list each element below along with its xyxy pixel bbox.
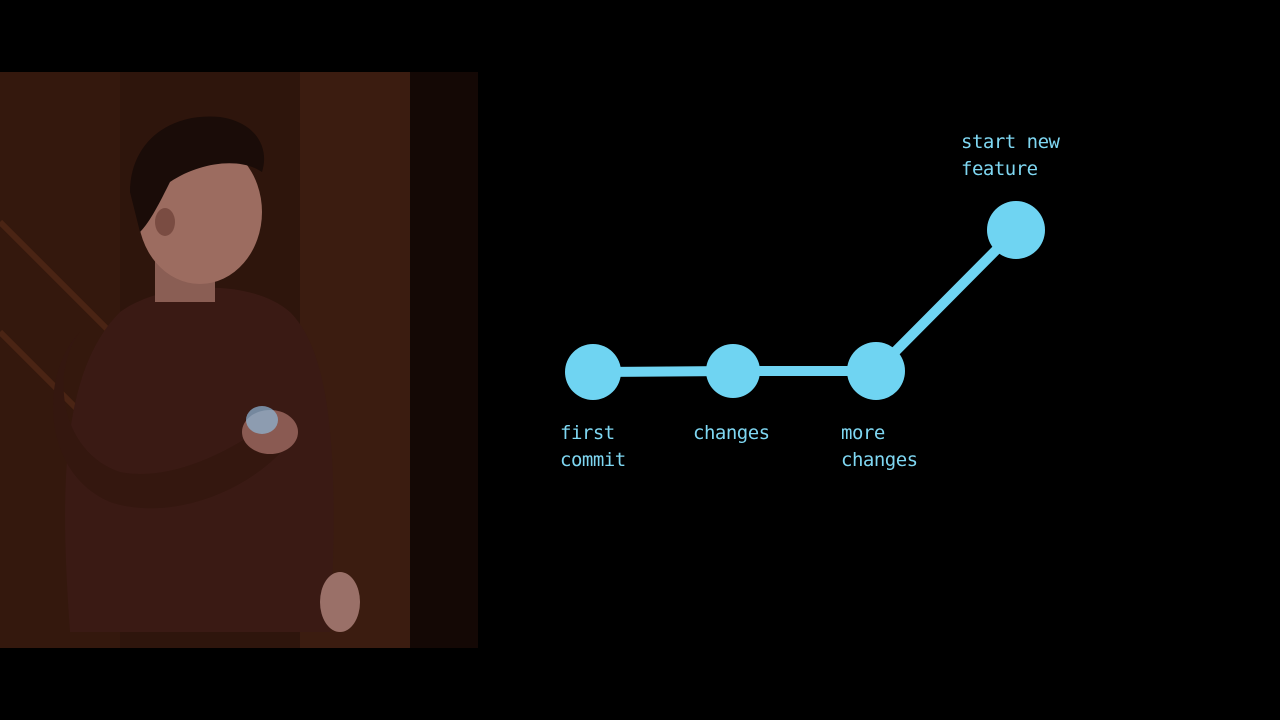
commit-label-more-changes: more changes bbox=[841, 422, 918, 471]
commit-node bbox=[987, 201, 1045, 259]
commit-label-changes: changes bbox=[693, 422, 770, 444]
commit-node bbox=[706, 344, 760, 398]
commit-graph-edges bbox=[588, 225, 1021, 377]
commit-label-first: first commit bbox=[560, 422, 626, 471]
commit-edge bbox=[588, 366, 738, 377]
commit-edge bbox=[871, 225, 1021, 376]
presenter-video bbox=[0, 72, 478, 648]
commit-label-start-new-feature: start new feature bbox=[961, 131, 1060, 180]
commit-graph-nodes bbox=[565, 201, 1045, 400]
commit-node bbox=[847, 342, 905, 400]
commit-node bbox=[565, 344, 621, 400]
presenter-photo-icon bbox=[0, 72, 478, 648]
